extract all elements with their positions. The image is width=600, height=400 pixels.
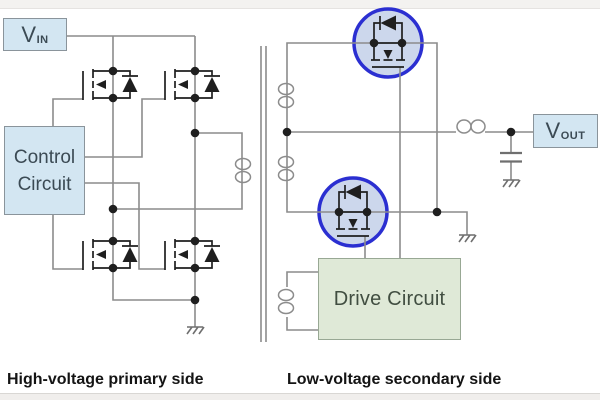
top-border-strip <box>0 0 600 9</box>
vout-label: VOUT <box>545 118 586 143</box>
junction-dots <box>108 38 516 305</box>
caption-secondary-side: Low-voltage secondary side <box>287 371 502 388</box>
vin-label-box: VIN <box>3 18 67 51</box>
ground-symbol-primary <box>186 326 205 335</box>
transformer-auxiliary-winding <box>277 288 295 315</box>
output-inductor <box>456 119 486 134</box>
transformer-core <box>260 46 267 342</box>
transformer-secondary-winding-lower <box>277 155 295 182</box>
control-circuit-label-line2: Circuit <box>17 173 72 195</box>
ground-symbol-secondary-rail <box>458 234 477 243</box>
transformer-secondary-winding-upper <box>277 82 295 109</box>
transformer-primary-winding <box>234 157 252 184</box>
control-circuit-label-line1: Control <box>13 146 76 168</box>
drive-circuit-label: Drive Circuit <box>333 287 446 310</box>
ground-symbol-output-cap <box>502 179 521 188</box>
bottom-border-strip <box>0 393 600 400</box>
primary-wiring <box>52 35 243 327</box>
secondary-wiring <box>286 42 533 331</box>
vout-label-box: VOUT <box>533 114 598 148</box>
output-capacitor <box>500 151 522 163</box>
caption-primary-side: High-voltage primary side <box>7 371 204 388</box>
control-circuit-box: Control Circuit <box>4 126 85 215</box>
drive-circuit-box: Drive Circuit <box>318 258 461 340</box>
vin-label: VIN <box>21 21 49 47</box>
